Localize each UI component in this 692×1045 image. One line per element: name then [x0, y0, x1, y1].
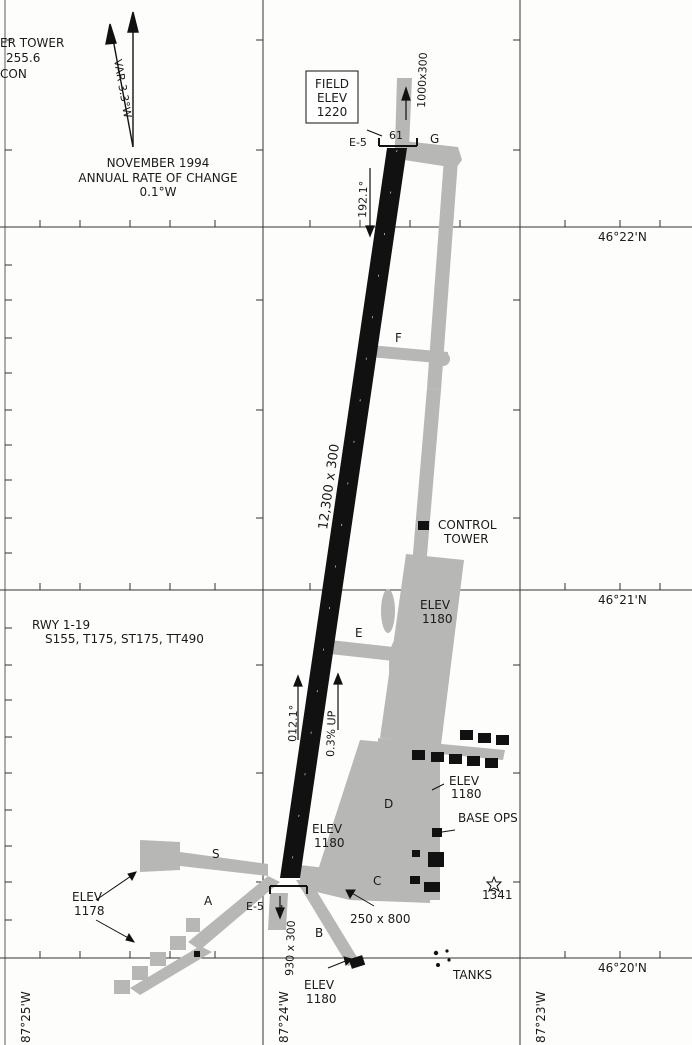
- longitude-west: 87°25'W: [19, 991, 33, 1043]
- svg-text:ELEV: ELEV: [317, 91, 348, 105]
- base-ops-building: [432, 828, 442, 837]
- latitude-mid: 46°21'N: [598, 593, 647, 607]
- taxiway-s: [180, 852, 268, 876]
- control-tower-building: [418, 521, 429, 530]
- annual-rate-value: 0.1°W: [140, 185, 177, 199]
- svg-text:FIELD: FIELD: [315, 77, 349, 91]
- runway-slope: 0.3% UP: [324, 710, 339, 757]
- taxiway-label-e: E: [355, 626, 363, 640]
- svg-text:1220: 1220: [317, 105, 348, 119]
- taxiway-c: [300, 865, 430, 903]
- taxiway-label-c: C: [373, 874, 381, 888]
- mid-elev-value: 1180: [314, 836, 345, 850]
- runway-heading-bottom: 012.1°: [286, 705, 300, 742]
- tanks-label: TANKS: [452, 968, 492, 982]
- lower-ramp: [318, 740, 440, 900]
- taxiway-e: [330, 640, 402, 662]
- parallel-taxiway-north: [427, 158, 458, 390]
- control-tower-label-2: TOWER: [443, 532, 489, 546]
- mid-elev-label: ELEV: [312, 822, 343, 836]
- longitude-east: 87°23'W: [534, 991, 548, 1043]
- taxiway-label-i: I: [280, 903, 284, 917]
- south-facility: [348, 955, 366, 969]
- west-elev-label: ELEV: [72, 890, 103, 904]
- main-apron: [380, 554, 464, 745]
- ramp-elev-label: ELEV: [449, 774, 480, 788]
- heading-arrows: [275, 86, 411, 920]
- latitude-south: 46°20'N: [598, 961, 647, 975]
- tower-frequency-line3: CON: [0, 67, 27, 81]
- field-elevation-box: FIELD ELEV 1220: [305, 70, 359, 124]
- buildings: [194, 521, 509, 969]
- north-arrows: [105, 11, 139, 148]
- obstacle-star-icon: [485, 875, 503, 893]
- tower-frequency-line1: ER TOWER: [0, 36, 64, 50]
- south-elev-label: ELEV: [304, 978, 335, 992]
- taxiway-label-g: G: [430, 132, 439, 146]
- apron-elev-label: ELEV: [420, 598, 451, 612]
- taxiway-a: [188, 876, 280, 950]
- ramp-elev-value: 1180: [451, 787, 482, 801]
- control-tower-label-1: CONTROL: [438, 518, 497, 532]
- south-elev-value: 1180: [306, 992, 337, 1006]
- tanks: [433, 949, 451, 967]
- runway-surface: [280, 148, 407, 878]
- tower-frequency-line2: 255.6: [6, 51, 40, 65]
- runway-heading-top: 192.1°: [356, 181, 370, 218]
- taxiway-b: [296, 880, 360, 966]
- taxiway-label-b: B: [315, 926, 323, 940]
- taxiway-label-a: A: [204, 894, 213, 908]
- apron-connector: [378, 738, 505, 760]
- annual-rate-label: ANNUAL RATE OF CHANGE: [78, 171, 237, 185]
- arresting-gear-north: E-5: [349, 136, 367, 149]
- longitude-mid: 87°24'W: [277, 991, 291, 1043]
- north-overrun-dims: 1000x300: [415, 52, 430, 108]
- west-elev-value: 1178: [74, 904, 105, 918]
- leader-lines: [95, 783, 456, 969]
- taxiway-f: [370, 345, 448, 364]
- apron-dims: 250 x 800: [350, 912, 411, 926]
- taxiway-system: [114, 78, 505, 995]
- taxiway-label-f: F: [395, 331, 402, 345]
- arresting-gear-south: E-5: [246, 900, 264, 913]
- obstacle-elevation: 1341: [482, 888, 513, 902]
- base-ops-label: BASE OPS: [458, 811, 518, 825]
- south-overrun-dims: 930 x 300: [283, 920, 298, 976]
- taxiway-label-d: D: [384, 797, 393, 811]
- taxiway-label-s: S: [212, 847, 220, 861]
- latitude-north: 46°22'N: [598, 230, 647, 244]
- variation-label: VAR 3.3°W: [111, 58, 134, 119]
- runway-strength: S155, T175, ST175, TT490: [45, 632, 204, 646]
- runway-id-label: RWY 1-19: [32, 618, 90, 632]
- apron-elev-value: 1180: [422, 612, 453, 626]
- runway-designation-top: 61: [389, 129, 403, 142]
- magnetic-date: NOVEMBER 1994: [107, 156, 210, 170]
- graticule-ticks: [5, 39, 661, 958]
- runway-1-19: 61: [269, 129, 418, 894]
- west-apron: [140, 840, 180, 872]
